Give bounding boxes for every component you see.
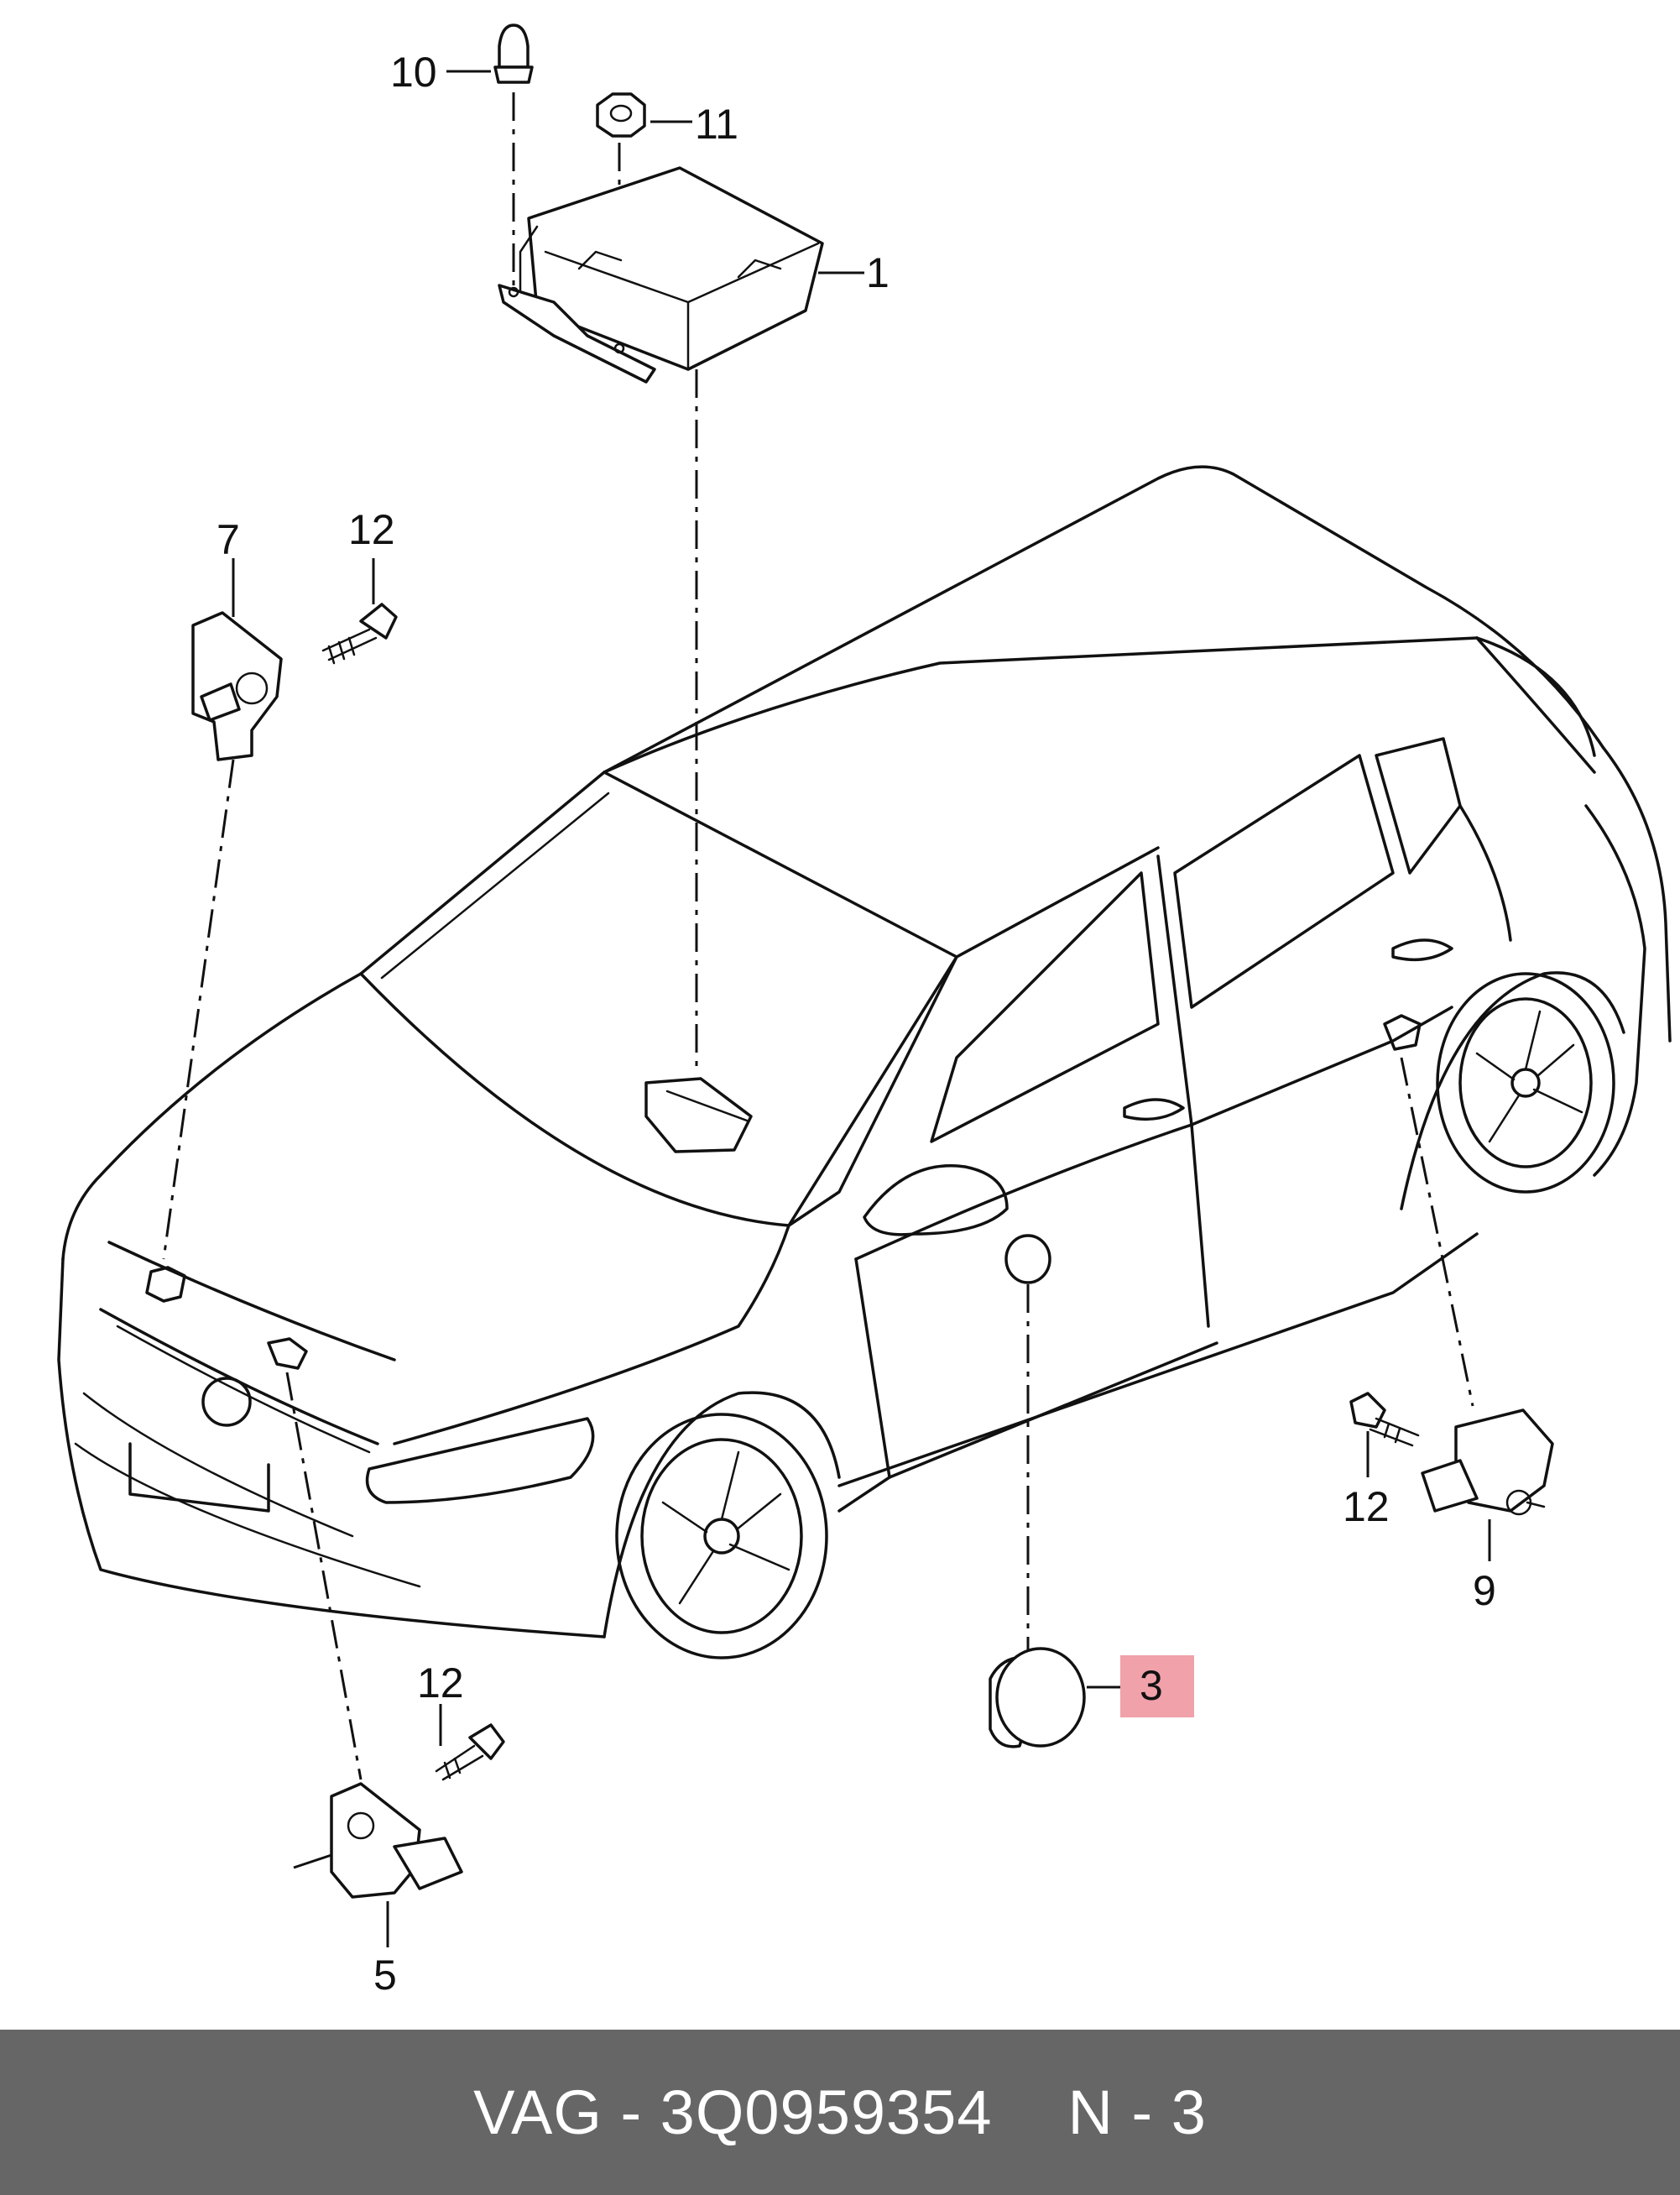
callout-12-lower[interactable]: 12 (417, 1659, 464, 1706)
car-illustration (57, 465, 1672, 1659)
part-12-bolt-right[interactable] (1349, 1392, 1420, 1447)
callout-12-right[interactable]: 12 (1343, 1483, 1390, 1530)
part-10-cap-nut[interactable] (493, 24, 534, 84)
footer-bar: VAG - 3Q0959354 N - 3 (0, 2030, 1680, 2195)
callout-9[interactable]: 9 (1473, 1567, 1496, 1614)
part-1-control-unit[interactable] (498, 166, 824, 384)
position-leaders (162, 92, 1474, 1780)
diagram-canvas: 10 11 1 7 12 12 9 12 5 3 (57, 24, 1672, 1999)
callout-10[interactable]: 10 (390, 49, 437, 96)
callout-5[interactable]: 5 (373, 1952, 397, 1999)
highlight-box-part-3 (1120, 1655, 1194, 1717)
callout-numbers: 10 11 1 7 12 12 9 12 5 3 (217, 49, 1496, 1999)
callout-12-upper[interactable]: 12 (348, 506, 395, 553)
part-9-crash-sensor[interactable] (1421, 1408, 1554, 1516)
callout-3[interactable]: 3 (1140, 1662, 1163, 1709)
callout-1[interactable]: 1 (866, 249, 890, 296)
sensor-location-front-bumper (267, 1337, 308, 1370)
part-7-crash-sensor[interactable] (191, 611, 283, 761)
part-5-crash-sensor[interactable] (330, 1782, 463, 1899)
callout-7[interactable]: 7 (217, 516, 240, 563)
position-label: N - 3 (1067, 2077, 1207, 2147)
airbag-module-location (644, 1077, 753, 1153)
callout-11[interactable]: 11 (695, 101, 738, 148)
part-12-bolt-upper[interactable] (321, 603, 398, 665)
sensor-location-front-left (145, 1266, 186, 1303)
part-number-label: VAG - 3Q0959354 (473, 2077, 993, 2147)
callout-leaders (232, 70, 1491, 1947)
part-3-pressure-sensor[interactable] (989, 1647, 1086, 1748)
sensor-location-front-door (1004, 1234, 1051, 1284)
part-11-hex-nut[interactable] (596, 92, 646, 138)
sensor-location-rear-door (1383, 1014, 1422, 1051)
part-12-bolt-lower[interactable] (435, 1723, 505, 1781)
